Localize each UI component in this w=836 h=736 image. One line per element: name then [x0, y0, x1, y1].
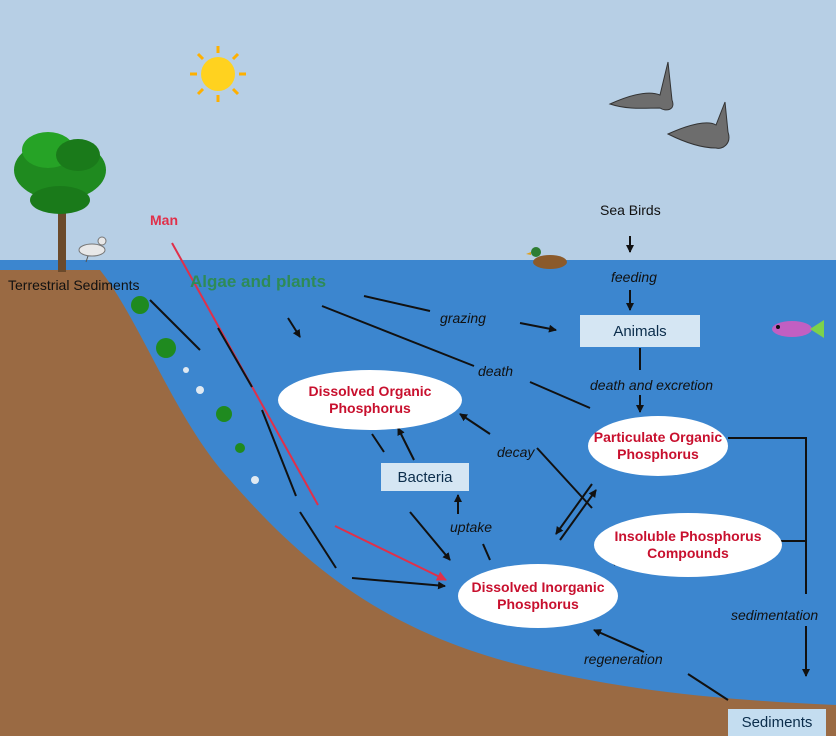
exchange-down-arrow [555, 483, 593, 535]
bacteria-to-dop-arrow [397, 427, 415, 461]
shore-plants-icon [131, 296, 259, 484]
tree-icon [14, 132, 106, 272]
grazing-label: grazing [440, 310, 486, 326]
algae-sink-arrow [287, 317, 301, 338]
pop-ellipse [588, 416, 728, 476]
runoff-line-4 [299, 511, 337, 569]
uptake-line [482, 543, 491, 561]
ipc-label: Insoluble Phosphorus Compounds [614, 528, 762, 561]
dop-label: Dissolved Organic Phosphorus [308, 383, 432, 416]
grazing-line [363, 295, 431, 312]
man-flow-arrow [334, 525, 447, 581]
dop-ellipse [278, 370, 462, 430]
sediments-box: Sediments [728, 709, 826, 736]
dip-ellipse [458, 564, 618, 628]
bacteria-box: Bacteria [381, 463, 469, 491]
feeding-label: feeding [611, 269, 657, 285]
death-excretion-label: death and excretion [590, 377, 713, 393]
duck-icon [526, 247, 567, 269]
terrestrial-sediments-label: Terrestrial Sediments [8, 277, 140, 293]
pop-label: Particulate Organic Phosphorus [593, 429, 723, 462]
sun-icon [190, 46, 246, 102]
regeneration-line [687, 673, 729, 701]
land-slope [0, 270, 836, 736]
runoff-line-2 [217, 327, 253, 388]
ipc-ellipse [594, 513, 782, 577]
fish-icon [772, 320, 824, 338]
runoff-arrow [351, 577, 446, 590]
sedimentation-label: sedimentation [731, 607, 819, 623]
uptake-label: uptake [450, 519, 493, 535]
bacteria-to-dip-arrow [409, 511, 451, 561]
death-label: death [478, 363, 514, 379]
runoff-line-3 [261, 409, 297, 497]
runoff-line-1 [149, 299, 201, 351]
shore-bird-icon [78, 236, 107, 263]
exchange-up-arrow [559, 489, 597, 541]
algae-plants-label: Algae and plants [190, 272, 327, 291]
sea-birds-label: Sea Birds [600, 202, 661, 218]
grazing-arrow [519, 322, 557, 333]
dop-to-bacteria-line [371, 433, 385, 453]
regeneration-arrow [593, 629, 645, 653]
man-label: Man [150, 212, 178, 228]
death-line [529, 381, 591, 409]
decay-label: decay [497, 444, 535, 460]
decay-arrow [459, 413, 491, 435]
animals-box: Animals [580, 315, 700, 347]
regeneration-label: regeneration [584, 651, 663, 667]
algae-death-line [321, 305, 475, 367]
goose-icon [608, 61, 730, 149]
dip-label: Dissolved Inorganic Phosphorus [471, 579, 605, 612]
